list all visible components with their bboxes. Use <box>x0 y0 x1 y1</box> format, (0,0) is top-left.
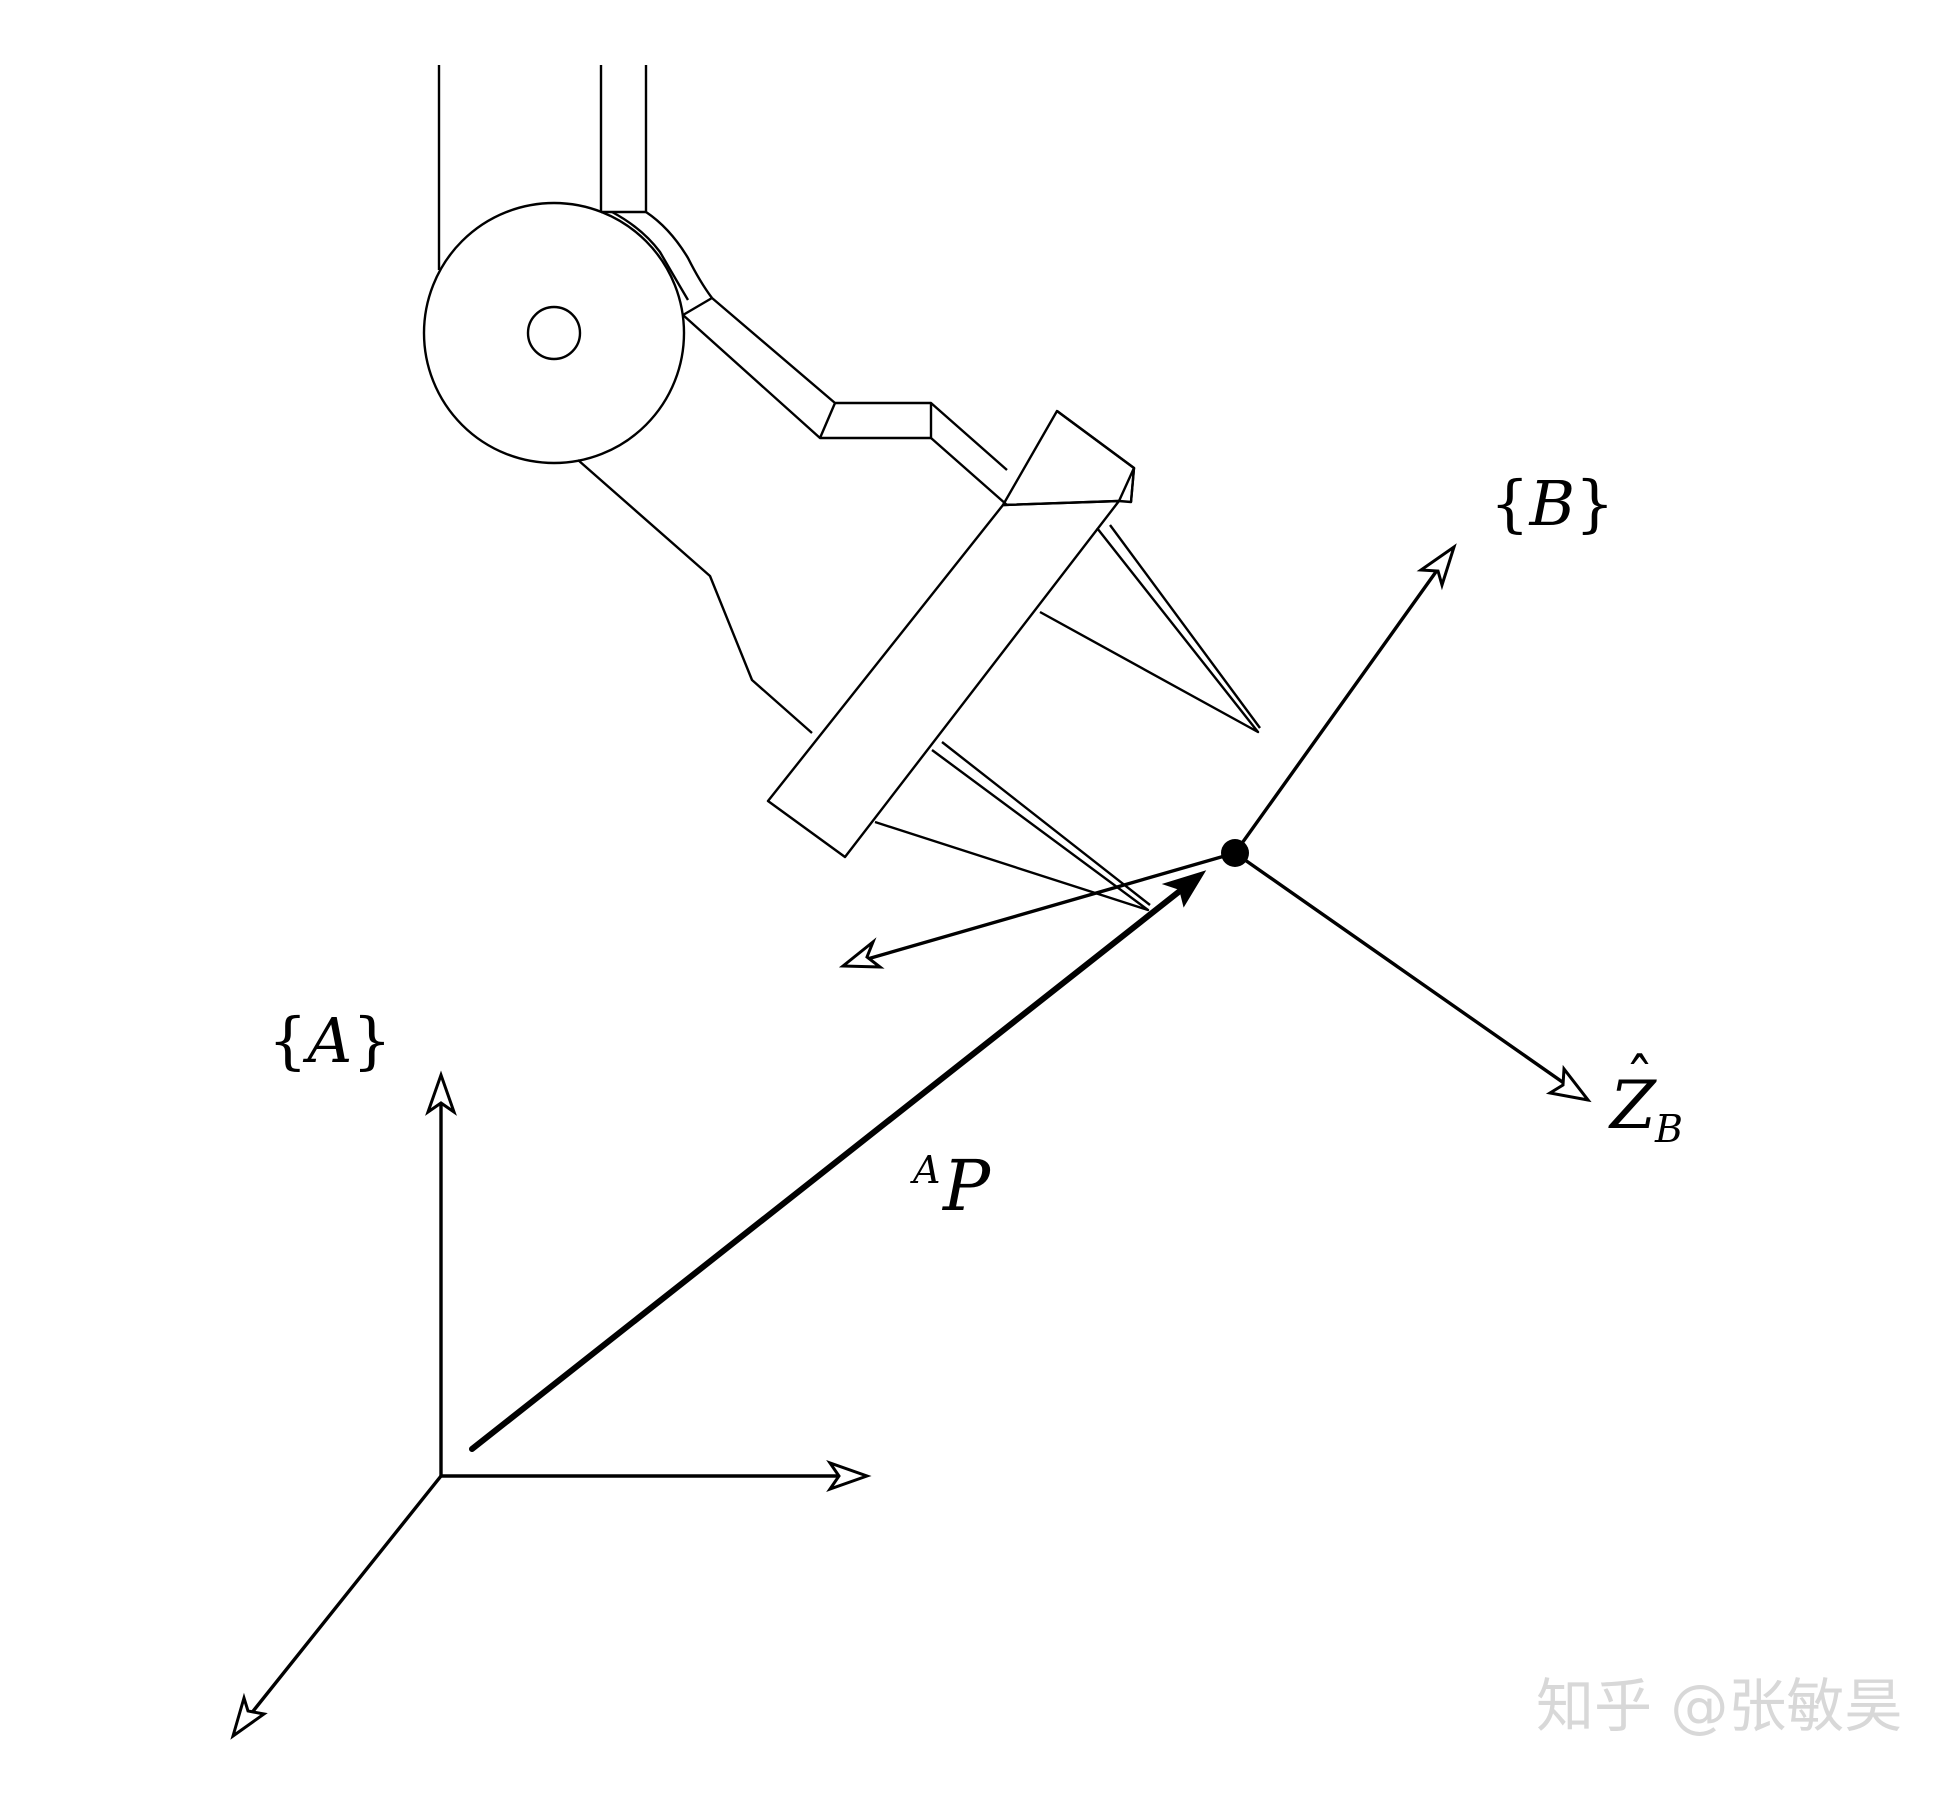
joint-disk <box>422 201 686 465</box>
gripper-finger-upper <box>1039 527 1260 734</box>
position-vector-letter: P <box>941 1145 992 1227</box>
position-vector-superscript: A <box>910 1148 940 1192</box>
frame-a-axes <box>230 1070 872 1740</box>
frame-a-x-arrowhead <box>826 1460 872 1492</box>
z-axis-hat: ˆ <box>1625 1046 1654 1114</box>
wrist-link-notch-left <box>682 296 713 317</box>
gripper-bar-side <box>1129 467 1136 503</box>
frame-a-z-arrowhead <box>230 1692 268 1740</box>
z-axis-subscript: B <box>1654 1107 1683 1151</box>
frame-b-axes <box>838 543 1592 1103</box>
gripper-finger-lower <box>874 749 1150 912</box>
position-vector-arrowhead <box>1161 870 1207 908</box>
robot-manipulator <box>422 65 1261 912</box>
position-vector <box>469 870 1207 1452</box>
wrist-link-lower <box>682 314 1008 506</box>
z-axis-label: ˆ Z B <box>1608 1046 1683 1151</box>
gripper-bar-top <box>1001 409 1136 507</box>
frame-b-upward-arrowhead <box>1416 543 1457 591</box>
frame-b-upward-axis <box>1233 553 1450 855</box>
gripper-finger-upper-inner <box>1109 524 1261 729</box>
z-axis-letter: Z <box>1608 1067 1657 1144</box>
arm-body-lower <box>577 459 813 734</box>
watermark-text: 知乎 @张敏昊 <box>1536 1672 1902 1740</box>
frame-b-z-arrowhead <box>1545 1064 1592 1103</box>
position-vector-shaft <box>469 880 1193 1452</box>
frame-a-z-axis <box>236 1474 443 1732</box>
gripper-bar-top-edge <box>1056 410 1136 504</box>
gripper-bar-front <box>766 499 1121 859</box>
wrist-link-upper <box>645 211 1008 471</box>
frame-b-side-axis <box>848 851 1237 966</box>
wrist-link-upper-inner <box>611 210 690 301</box>
position-vector-label: A P <box>910 1145 992 1227</box>
joint-pin <box>526 305 582 361</box>
gripper-finger-lower-inner <box>941 741 1151 906</box>
frame-b-origin-dot <box>1221 839 1249 867</box>
frame-a-y-arrowhead <box>425 1070 457 1116</box>
frame-a-label: {A} <box>268 1004 392 1077</box>
wrist-link-step-left <box>818 402 837 439</box>
frame-b-label: {B} <box>1490 467 1614 540</box>
frame-b-side-arrowhead <box>838 937 885 969</box>
frame-b-z-axis <box>1233 851 1583 1097</box>
